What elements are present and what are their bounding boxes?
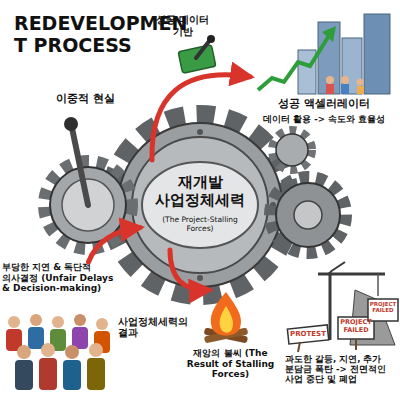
flow-arrow: [170, 250, 209, 290]
node-heading: 과도한 갈등, 지연, 추가 분담금 폭탄 -> 전면적인 사업 중단 및 폐업: [285, 354, 400, 384]
flow-arrow: [152, 75, 250, 160]
node-body: 재앙의 불씨 (The Result of Stalling Forces): [178, 348, 283, 380]
failure-scene: [287, 262, 398, 352]
sign-text: PROJECT FAILED: [338, 319, 374, 334]
switch-label: 성공 데이터 기반: [145, 14, 220, 38]
gear-plate: 재개발 사업정체세력 (The Project-Stalling Forces): [140, 160, 260, 250]
node-heading: 부당한 지연 & 독단적 의사결정 (Unfair Delays & Decis…: [2, 262, 116, 294]
result-box: 사업정체세력의 결과재앙의 불씨 (The Result of Stalling…: [118, 290, 283, 390]
success-box: 성공 액셀러레이터데이터 활용 -> 속도와 효율성: [250, 40, 398, 132]
data-switch: [178, 35, 216, 73]
node-body: (The Project-Stalling Forces): [150, 216, 250, 234]
node-heading: 재개발 사업정체세력: [145, 174, 255, 209]
node-body: 데이터 활용 -> 속도와 효율성: [250, 114, 398, 124]
flow-arrow: [89, 228, 141, 263]
success-city: [258, 14, 390, 94]
fire: [204, 292, 249, 343]
lever-dial: [44, 117, 132, 249]
sign-text: PROJECT FAILED: [368, 301, 398, 314]
crowd: [6, 314, 110, 390]
plate-shape: [142, 162, 258, 248]
sign-text: PROTEST: [288, 330, 328, 338]
node-heading: 사업정체세력의 결과: [118, 316, 190, 338]
node-heading: 성공 액셀러레이터: [250, 98, 398, 111]
edge-label: 이중적 현실: [56, 93, 136, 106]
side-gear: [270, 130, 346, 253]
crowd-box: 부당한 지연 & 독단적 의사결정 (Unfair Delays & Decis…: [0, 262, 118, 400]
